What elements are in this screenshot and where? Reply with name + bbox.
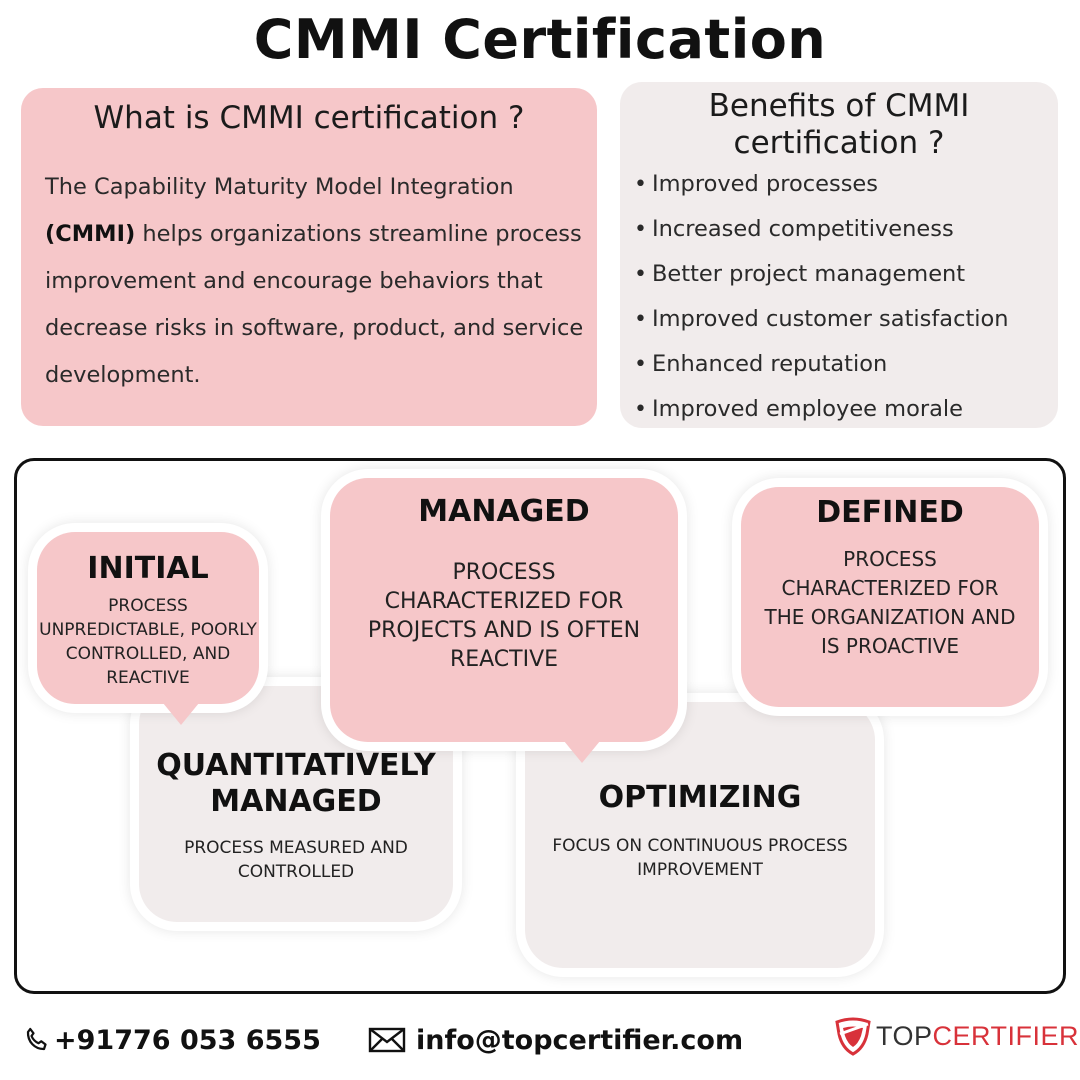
logo-text-certifier: CERTIFIER [932,1020,1080,1051]
page-title: CMMI Certification [253,8,827,71]
description-part-1: The Capability Maturity Model Integratio… [45,174,514,200]
managed-pointer [564,741,600,763]
bullet-icon: • [634,262,647,287]
shield-icon [835,1017,871,1056]
bullet-icon: • [634,397,647,422]
footer-email[interactable]: info@topcertifier.com [368,1020,743,1060]
what-is-cmmi-heading: What is CMMI certification ? [93,100,525,136]
initial-pointer [163,703,199,725]
defined-desc: PROCESS CHARACTERIZED FOR THE ORGANIZATI… [764,547,1016,658]
phone-number: +91776 053 6555 [54,1024,321,1056]
quantitatively-managed-title: QUANTITATIVELY MANAGED [156,748,436,819]
initial-title: INITIAL [87,551,209,586]
initial-desc: PROCESS UNPREDICTABLE, POORLY CONTROLLED… [39,596,257,688]
defined-title: DEFINED [816,495,964,530]
list-item: •Increased competitiveness [634,207,1058,252]
phone-icon [26,1027,47,1051]
list-item: •Improved customer satisfaction [634,297,1058,342]
managed-desc: PROCESS CHARACTERIZED FOR PROJECTS AND I… [367,560,641,672]
list-item: •Improved processes [634,162,1058,207]
what-is-cmmi-card: What is CMMI certification ? The Capabil… [21,88,597,426]
optimizing-desc: FOCUS ON CONTINUOUS PROCESS IMPROVEMENT [552,836,848,880]
description-bold-cmmi: (CMMI) [45,221,136,247]
footer-phone[interactable]: +91776 053 6555 [22,1020,321,1060]
bullet-icon: • [634,172,647,197]
quantitatively-managed-desc: PROCESS MEASURED AND CONTROLLED [184,838,408,882]
bullet-icon: • [634,217,647,242]
email-address: info@topcertifier.com [416,1024,744,1056]
optimizing-title: OPTIMIZING [598,780,802,815]
benefits-list: •Improved processes •Increased competiti… [634,162,1058,432]
defined-bubble: DEFINED PROCESS CHARACTERIZED FOR THE OR… [741,487,1039,707]
logo-text-top: TOP [876,1020,933,1051]
bullet-icon: • [634,307,647,332]
description-part-2: helps organizations streamline process i… [45,221,584,388]
benefits-card: Benefits of CMMI certification ? •Improv… [620,82,1058,428]
list-item: •Improved employee morale [634,387,1058,432]
managed-bubble: MANAGED PROCESS CHARACTERIZED FOR PROJEC… [330,478,678,742]
initial-bubble: INITIAL PROCESS UNPREDICTABLE, POORLY CO… [37,532,259,704]
managed-title: MANAGED [418,494,590,529]
list-item: •Enhanced reputation [634,342,1058,387]
list-item: •Better project management [634,252,1058,297]
benefits-heading: Benefits of CMMI certification ? [708,88,970,161]
what-is-cmmi-description: The Capability Maturity Model Integratio… [45,164,585,399]
mail-icon [368,1027,406,1053]
maturity-levels-frame [14,458,1066,994]
bullet-icon: • [634,352,647,377]
